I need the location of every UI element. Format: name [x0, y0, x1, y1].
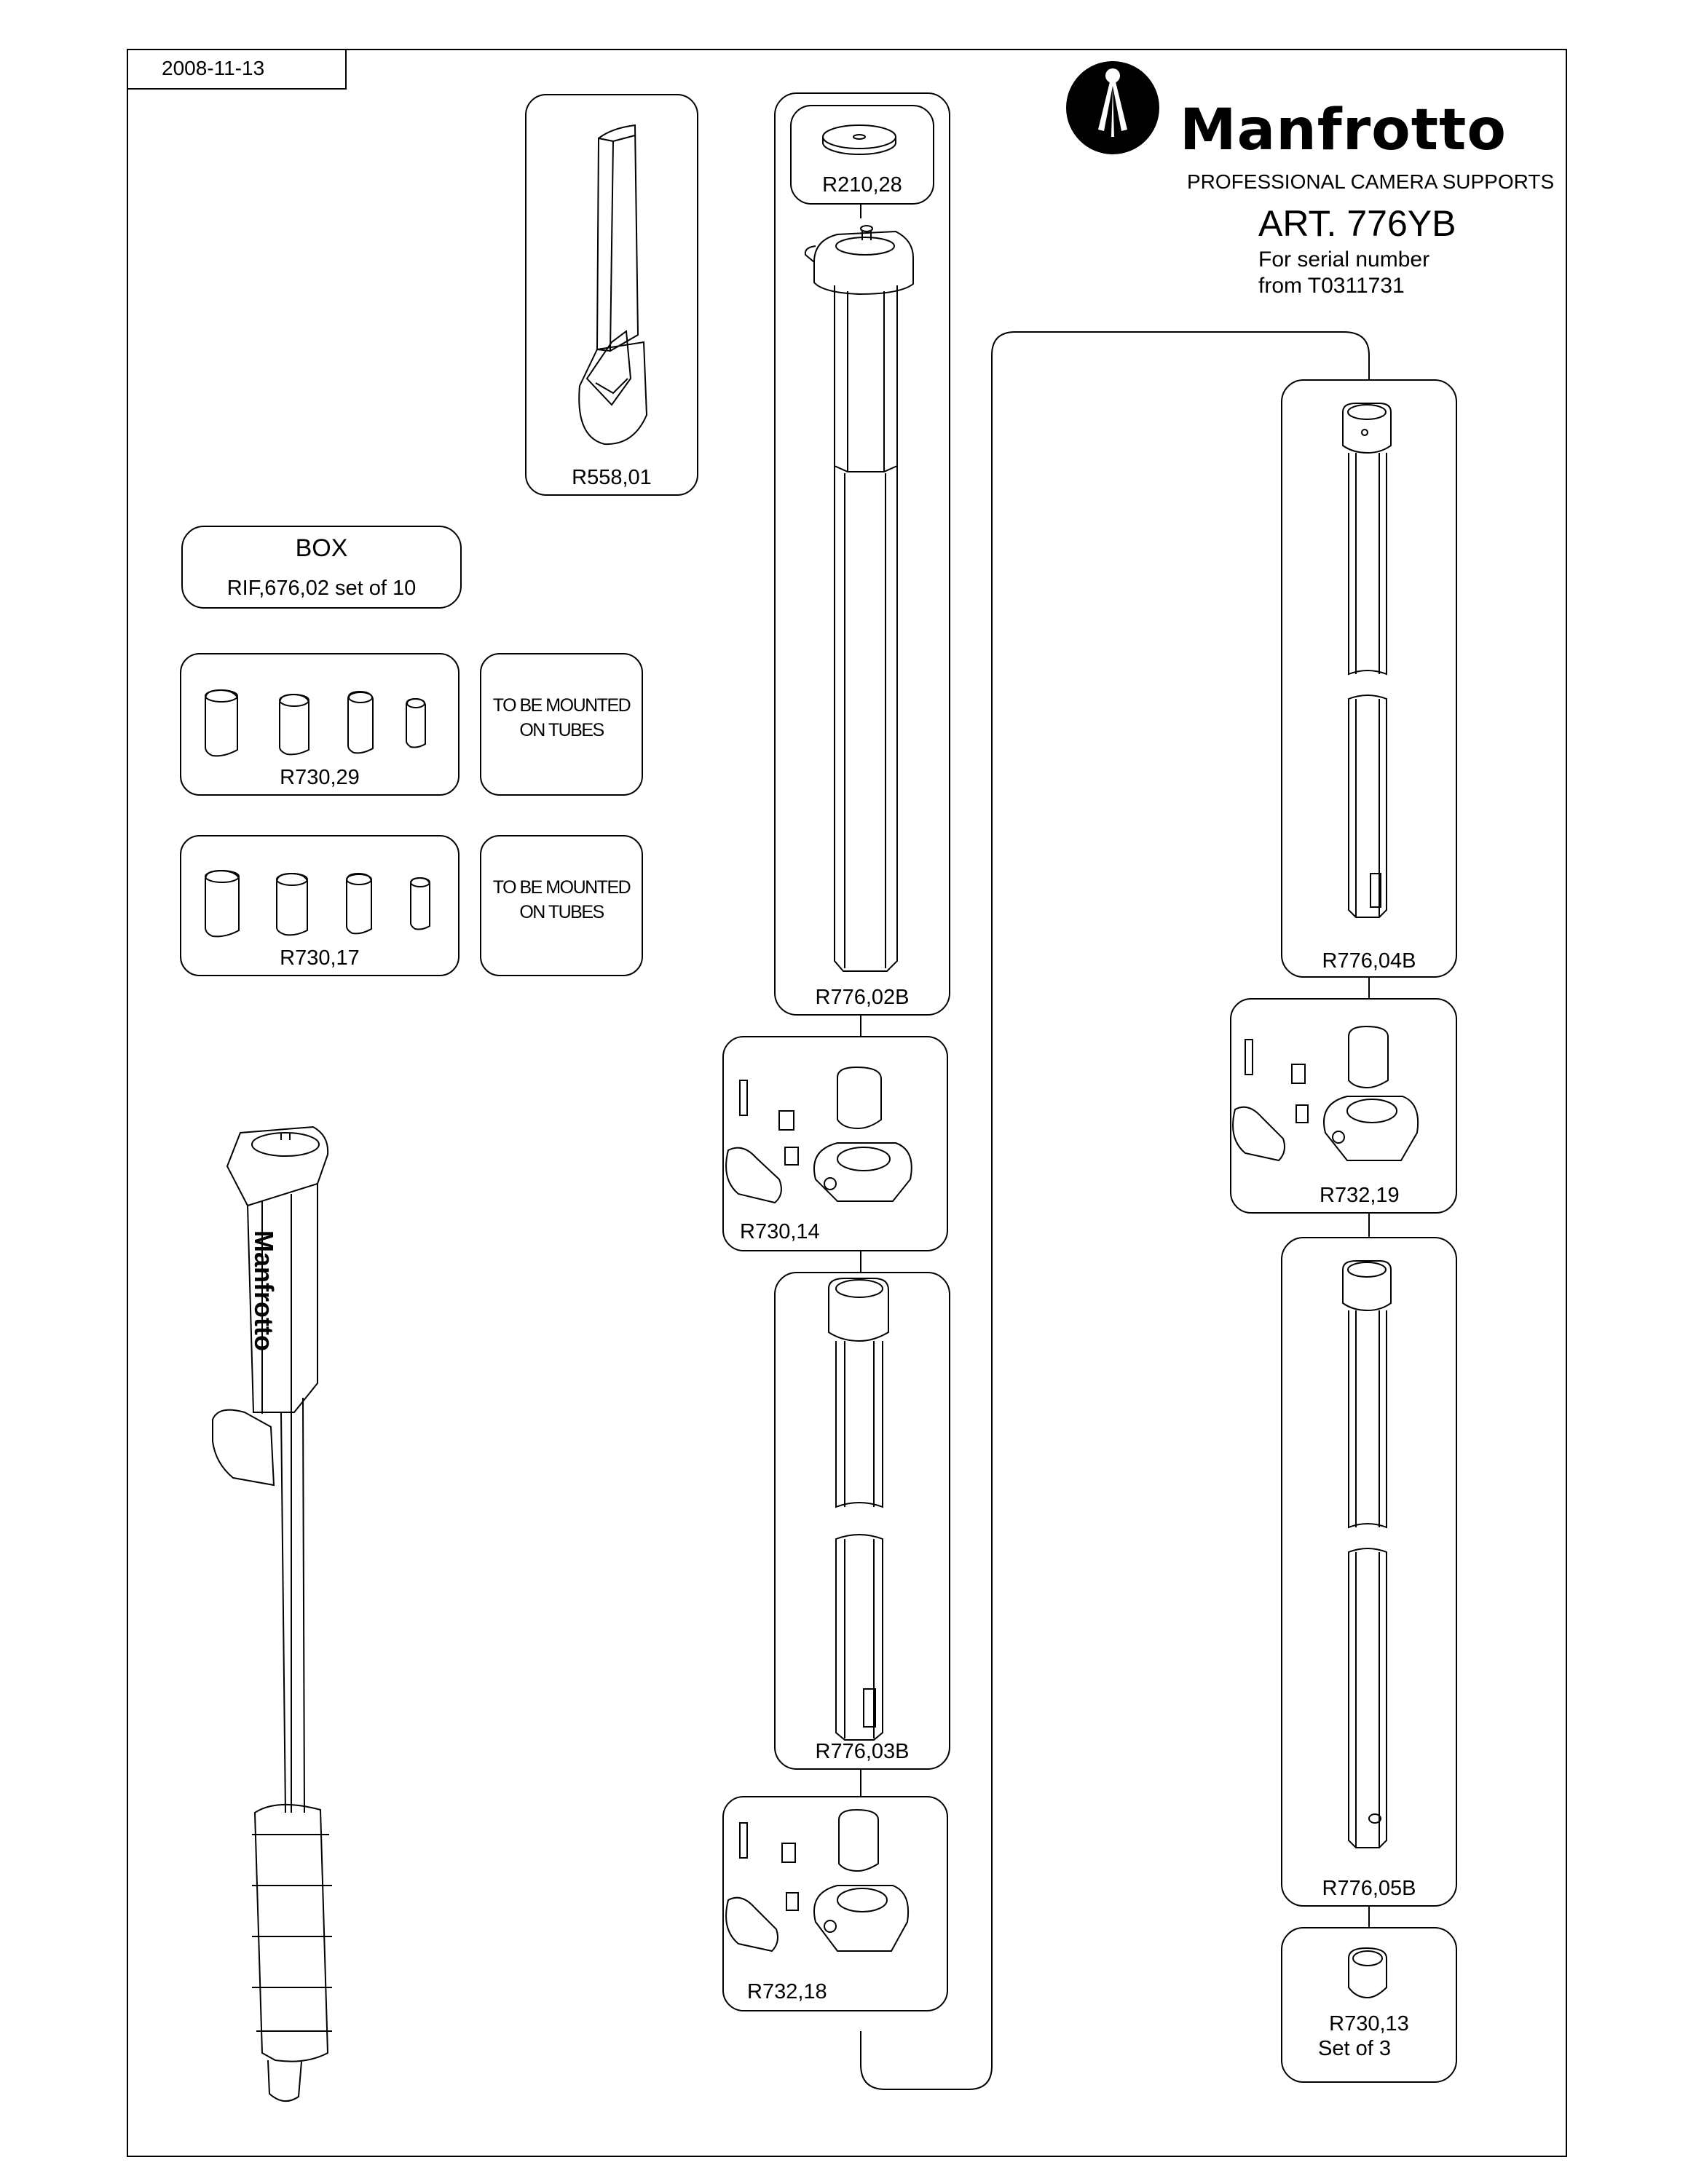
- serial-line-1: For serial number: [1258, 248, 1430, 272]
- part-box-r732-18: [722, 1796, 948, 2011]
- label-r730-13-quantity: Set of 3: [1318, 2037, 1391, 2060]
- strap-drawing: [578, 124, 648, 446]
- mount-note-2-line-1: TO BE MOUNTED: [492, 877, 631, 898]
- label-r776-02b: R776,02B: [815, 986, 910, 1009]
- part-box-r730-14: [722, 1036, 948, 1251]
- part-box-r210-28: [790, 105, 934, 205]
- note-box-mount-1: [480, 653, 643, 796]
- part-box-r558-01: [525, 94, 698, 496]
- tube-05b-drawing: [1342, 1260, 1392, 1848]
- clamp-assembly-r730-14: [725, 1066, 912, 1204]
- box-title: BOX: [295, 534, 348, 562]
- top-tube-drawing: [804, 225, 914, 972]
- label-r730-14: R730,14: [740, 1220, 820, 1243]
- monopod-assembled-drawing: [212, 1125, 332, 2102]
- manfrotto-logo: [1066, 61, 1159, 154]
- date-box: [127, 50, 347, 90]
- box-subtitle: RIF,676,02 set of 10: [226, 577, 417, 600]
- label-r776-03b: R776,03B: [815, 1740, 910, 1763]
- label-r730-13: R730,13: [1329, 2012, 1409, 2035]
- part-box-r730-13: [1281, 1927, 1457, 2083]
- label-r732-19: R732,19: [1320, 1184, 1400, 1207]
- part-box-r730-29: [180, 653, 460, 796]
- clamp-assembly-r732-18: [725, 1808, 909, 1952]
- note-box-mount-2: [480, 835, 643, 976]
- brand-wordmark: Manfrotto: [1180, 98, 1507, 163]
- tube-04b-drawing: [1342, 403, 1392, 918]
- mount-note-1-line-1: TO BE MOUNTED: [492, 695, 631, 716]
- part-box-r732-19: [1230, 998, 1457, 1214]
- brand-tagline: PROFESSIONAL CAMERA SUPPORTS: [1187, 170, 1555, 193]
- part-box-r776-03b: [774, 1272, 950, 1770]
- label-r730-29: R730,29: [280, 766, 360, 789]
- tube-03b-drawing: [828, 1278, 889, 1741]
- label-r776-04b: R776,04B: [1322, 949, 1416, 973]
- clamp-assembly-r732-19: [1232, 1025, 1419, 1162]
- part-box-r730-17: [180, 835, 460, 976]
- mount-note-1-line-2: ON TUBES: [519, 720, 604, 740]
- washer-drawing: [822, 124, 896, 155]
- label-r732-18: R732,18: [747, 1980, 827, 2003]
- label-r558-01: R558,01: [572, 466, 652, 489]
- label-r776-05b: R776,05B: [1322, 1877, 1416, 1900]
- serial-line-2: from T0311731: [1258, 274, 1405, 298]
- box-info-panel: [181, 526, 462, 609]
- cup-set-r730-29: [205, 689, 426, 757]
- cup-set-r730-17: [205, 869, 430, 938]
- page-frame: [127, 49, 1567, 2157]
- document-date: 2008-11-13: [162, 57, 265, 79]
- part-box-r776-04b: [1281, 379, 1457, 978]
- article-number: ART. 776YB: [1258, 203, 1456, 244]
- foot-drawing: [1348, 1947, 1387, 1999]
- connector-line: [860, 331, 1370, 2090]
- part-box-r776-02b: [774, 92, 950, 1016]
- part-box-r776-05b: [1281, 1237, 1457, 1907]
- label-r210-28: R210,28: [822, 173, 902, 197]
- monopod-logo-lettering: Manfrotto: [249, 1230, 279, 1351]
- mount-note-2-line-2: ON TUBES: [519, 902, 604, 922]
- label-r730-17: R730,17: [280, 946, 360, 970]
